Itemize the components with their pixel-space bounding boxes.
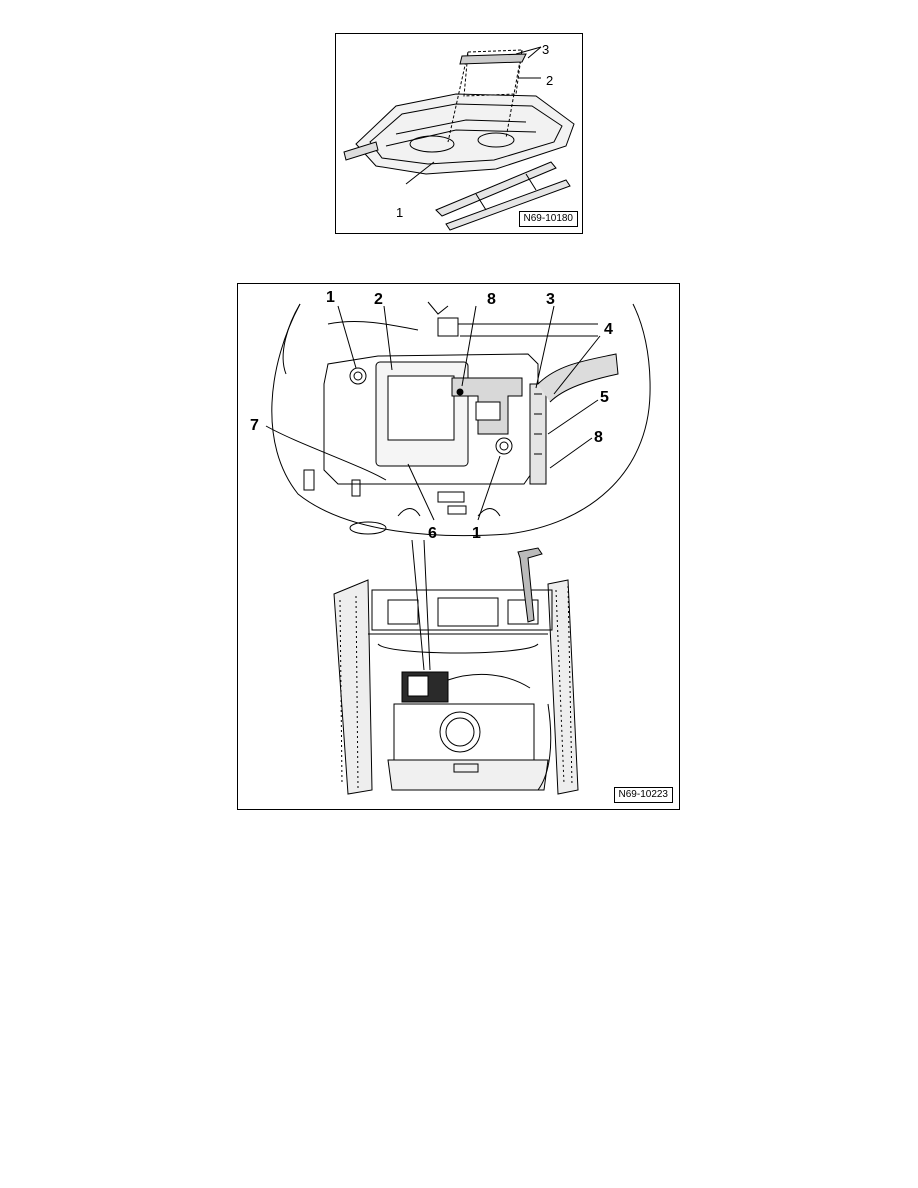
figure-id-label: N69-10180 [518,211,578,227]
callout-4: 4 [604,321,613,338]
callout-8-right: 8 [594,429,603,446]
callout-2: 2 [546,73,554,88]
callout-2: 2 [374,291,383,308]
callout-1-top: 1 [326,289,335,306]
control-unit-illustration [265,301,651,795]
figure-seat-frame: 3 2 1 N69-10180 [335,33,583,234]
figure-control-unit: 1 2 8 3 4 5 8 7 6 1 N69-10223 [237,283,680,810]
callout-3: 3 [542,42,550,57]
callout-1-bottom: 1 [472,525,481,542]
seat-frame-illustration [343,46,575,231]
callout-1: 1 [396,205,404,220]
callout-5: 5 [600,389,609,406]
figure-id-label: N69-10223 [613,787,673,803]
callout-8-top: 8 [487,291,496,308]
callout-7: 7 [250,417,259,434]
callout-3: 3 [546,291,555,308]
callout-6: 6 [428,525,437,542]
